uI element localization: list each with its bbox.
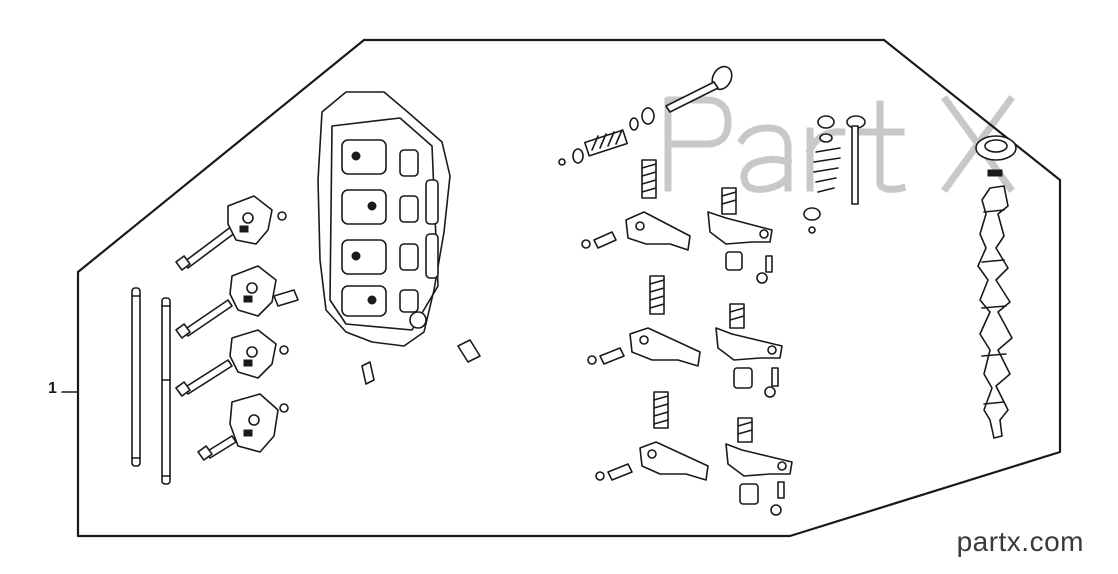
rocker-shaft-bolt-4 — [197, 435, 237, 461]
rocker-arm-2 — [707, 211, 773, 245]
adjuster-screw-5 — [764, 367, 779, 398]
spring-5 — [729, 303, 745, 329]
camshaft — [977, 185, 1013, 439]
watermark-logo — [664, 95, 1015, 193]
push-rod-right — [161, 297, 171, 485]
rocker-bracket-2 — [229, 265, 299, 317]
push-rod-left — [131, 287, 141, 467]
kit-outline — [76, 38, 1062, 538]
site-label[interactable]: partx.com — [956, 526, 1084, 557]
rocker-arm-1 — [625, 211, 691, 251]
spring-1 — [641, 159, 657, 199]
rocker-arm-6 — [725, 443, 793, 477]
lifter-3 — [739, 483, 759, 505]
rocker-bracket-1 — [227, 195, 287, 245]
lifter-2 — [733, 367, 753, 389]
spring-3 — [653, 391, 669, 429]
valve-right — [846, 115, 866, 205]
rocker-arm-5 — [639, 441, 709, 481]
rocker-arm-3 — [629, 327, 701, 367]
watermark-text: PartX — [845, 139, 875, 153]
camshaft-oil-seal — [975, 135, 1017, 177]
spring-6 — [737, 417, 753, 443]
dowel-pin-left — [361, 361, 375, 385]
cylinder-head — [317, 91, 451, 347]
callout-number: 1 — [48, 380, 57, 397]
valve-spring-top — [558, 129, 628, 166]
rocker-shaft-bolt-1 — [175, 225, 237, 271]
valve-spring-right — [803, 147, 841, 234]
rocker-shaft-bolt-3 — [175, 359, 233, 397]
lifter-1 — [725, 251, 743, 271]
sleeve-plug — [457, 339, 481, 363]
adjuster-screw-6 — [770, 481, 785, 516]
rocker-shaft-bolt-2 — [175, 299, 233, 339]
spring-2 — [649, 275, 665, 315]
adjuster-screw-3 — [595, 463, 633, 481]
rocker-bracket-3 — [229, 329, 289, 379]
rocker-arm-4 — [715, 327, 783, 361]
adjuster-screw-1 — [581, 231, 617, 249]
valve-retainer-right — [817, 115, 835, 143]
adjuster-screw-4 — [756, 255, 773, 284]
adjuster-screw-2 — [587, 347, 625, 365]
valve-seal-top — [629, 107, 655, 131]
rocker-bracket-4 — [229, 393, 289, 453]
spring-4 — [721, 187, 737, 215]
valve-top — [665, 65, 733, 113]
